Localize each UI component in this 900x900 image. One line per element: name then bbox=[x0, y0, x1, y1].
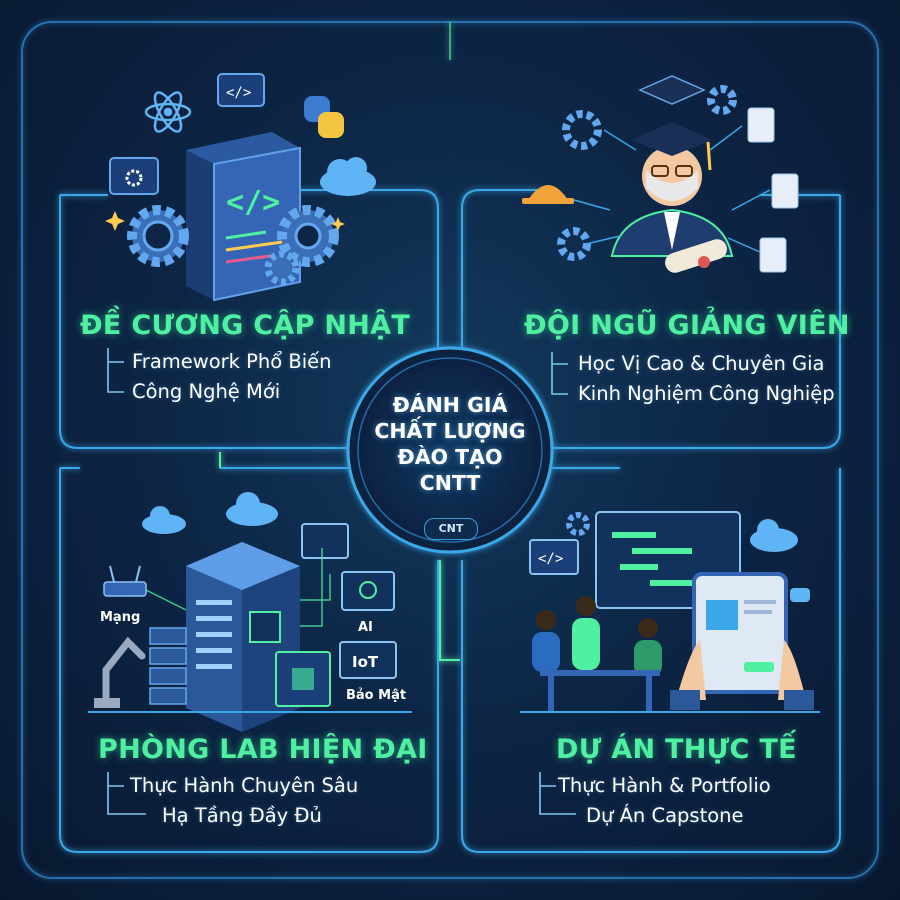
chip-board-icon bbox=[275, 651, 331, 707]
circuit-window-icon bbox=[301, 523, 349, 559]
cloud-upload-icon bbox=[750, 519, 798, 552]
router-icon bbox=[103, 565, 147, 597]
robot-arm-icon bbox=[102, 636, 146, 702]
center-line: CHẤT LƯỢNG bbox=[374, 419, 526, 443]
team-icon bbox=[532, 596, 662, 676]
code-window-icon: </> bbox=[217, 73, 265, 107]
center-badge: CNT bbox=[424, 518, 478, 540]
document-icon bbox=[747, 107, 799, 273]
cloud-icon bbox=[320, 157, 376, 196]
server-rack-icon bbox=[149, 627, 187, 705]
code-window-icon: </> bbox=[529, 539, 579, 575]
lab-item: Thực Hành Chuyên Sâu bbox=[130, 774, 359, 797]
hands-icon bbox=[676, 640, 806, 700]
gear-icon bbox=[264, 205, 339, 286]
graduation-cap-icon bbox=[638, 75, 706, 105]
hard-hat-icon bbox=[522, 185, 574, 204]
chat-icon bbox=[790, 588, 810, 602]
cloud-icon bbox=[142, 492, 278, 534]
gear-icon bbox=[127, 205, 189, 267]
center-line: CNTT bbox=[419, 471, 481, 495]
gear-icon bbox=[566, 512, 590, 536]
svg-text:</>: </> bbox=[538, 551, 563, 567]
ai-monitor-icon bbox=[341, 571, 395, 611]
lab-item: Hạ Tầng Đầy Đủ bbox=[162, 804, 322, 827]
tablet-icon bbox=[692, 572, 788, 694]
syllabus-title: ĐỀ CƯƠNG CẬP NHẬT bbox=[80, 310, 411, 341]
center-line: ĐÁNH GIÁ bbox=[392, 393, 508, 417]
center-hub-title: ĐÁNH GIÁ CHẤT LƯỢNG ĐÀO TẠO CNTT bbox=[360, 392, 540, 496]
iot-monitor-icon: IoT bbox=[339, 641, 397, 679]
diploma-icon bbox=[665, 239, 727, 273]
lab-label-security: Bảo Mật bbox=[346, 688, 407, 703]
syllabus-item: Công Nghệ Mới bbox=[132, 380, 281, 403]
lab-label-ai: AI bbox=[358, 620, 373, 635]
sparkle-icon bbox=[105, 211, 345, 231]
project-title: DỰ ÁN THỰC TẾ bbox=[556, 734, 797, 765]
svg-text:IoT: IoT bbox=[352, 653, 379, 671]
atom-icon bbox=[144, 91, 192, 133]
faculty-item: Kinh Nghiệm Công Nghiệp bbox=[578, 382, 835, 405]
project-item: Thực Hành & Portfolio bbox=[558, 774, 771, 797]
lab-title: PHÒNG LAB HIỆN ĐẠI bbox=[98, 734, 428, 765]
svg-text:</>: </> bbox=[226, 85, 251, 101]
syllabus-item: Framework Phổ Biến bbox=[132, 350, 332, 373]
svg-text:</>: </> bbox=[226, 185, 280, 220]
faculty-item: Học Vị Cao & Chuyên Gia bbox=[578, 352, 825, 375]
project-item: Dự Án Capstone bbox=[586, 804, 744, 827]
python-icon bbox=[304, 96, 344, 138]
settings-window-icon bbox=[109, 157, 159, 195]
faculty-title: ĐỘI NGŨ GIẢNG VIÊN bbox=[524, 310, 850, 341]
lab-label-network: Mạng bbox=[100, 610, 141, 625]
center-line: ĐÀO TẠO bbox=[397, 445, 503, 469]
